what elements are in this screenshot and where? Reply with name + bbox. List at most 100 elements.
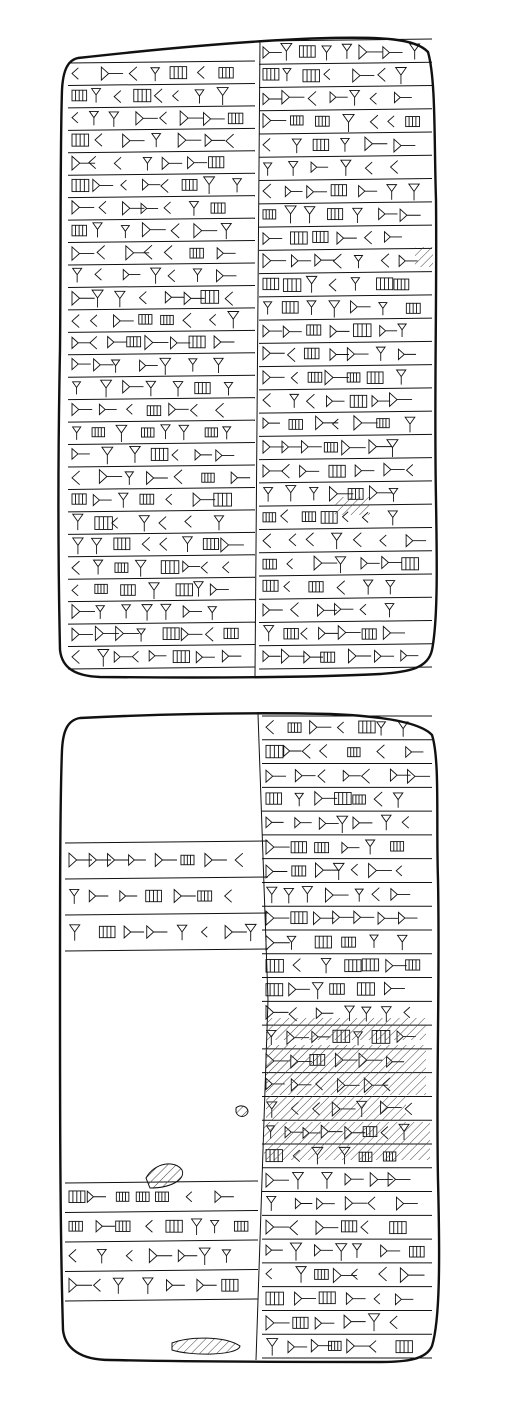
wedge-sign	[300, 627, 308, 640]
wedge-sign	[148, 649, 167, 662]
wedge-sign	[215, 402, 224, 418]
wedge-sign	[200, 561, 208, 574]
wedge-sign	[400, 649, 419, 662]
wedge-sign	[292, 958, 301, 972]
ruling-line	[67, 509, 256, 513]
wedge-sign	[265, 769, 287, 784]
wedge-sign	[387, 510, 399, 526]
wedge-sign	[262, 112, 287, 129]
wedge-sign	[405, 745, 424, 759]
wedge-sign	[315, 415, 339, 431]
wedge-sign	[305, 393, 315, 409]
wedge-sign	[286, 347, 296, 362]
wedge-sign	[140, 202, 159, 215]
tablet-obverse	[57, 36, 438, 679]
wedge-sign	[183, 291, 205, 306]
wedge-sign	[353, 255, 364, 269]
ruling-line	[258, 224, 433, 228]
wedge-sign	[262, 345, 285, 361]
wedge-sign	[290, 371, 298, 384]
wedge-sign	[281, 463, 290, 479]
wedge-sign	[163, 245, 173, 260]
ruling-line	[258, 433, 433, 437]
wedge-sign	[310, 161, 329, 174]
wedge-sign	[314, 253, 335, 268]
wedge-sign	[203, 111, 225, 127]
wedge-sign	[160, 603, 172, 620]
ruling-line	[258, 619, 433, 623]
wedge-sign	[342, 769, 361, 783]
wedge-sign	[367, 1313, 381, 1332]
wedge-sign	[115, 424, 128, 443]
wedge-sign	[332, 910, 354, 925]
wedge-sign	[265, 934, 290, 951]
wedge-sign	[265, 864, 288, 879]
ruling-line	[64, 948, 269, 952]
wedge-sign	[281, 440, 302, 454]
wedge-sign	[317, 769, 326, 783]
ruling-line	[67, 621, 256, 625]
wedge-sign	[187, 358, 198, 372]
wedge-sign	[158, 516, 167, 530]
wedge-sign	[117, 492, 129, 508]
wedge-sign	[336, 721, 344, 734]
wedge-sign	[96, 245, 105, 260]
wedge-sign	[142, 178, 161, 191]
wedge-sign	[88, 110, 100, 126]
wedge-sign	[385, 580, 396, 595]
ruling-line	[258, 480, 433, 484]
wedge-sign	[265, 1268, 273, 1280]
wedge-sign	[143, 244, 153, 260]
wedge-sign	[120, 225, 131, 239]
wedge-sign	[313, 555, 338, 572]
wedge-sign	[367, 1196, 376, 1211]
wedge-sign	[353, 910, 375, 925]
wedge-sign	[196, 66, 205, 79]
wedge-sign	[344, 1172, 364, 1186]
wedge-sign	[194, 448, 213, 461]
wedge-sign	[168, 402, 189, 417]
wedge-sign	[358, 184, 378, 198]
wedge-sign	[318, 744, 328, 758]
reverse-damage	[145, 1018, 430, 1355]
wedge-sign	[94, 268, 102, 281]
wedge-sign	[92, 493, 112, 507]
wedge-sign	[173, 469, 183, 485]
wedge-sign	[294, 1291, 316, 1306]
wedge-sign	[120, 604, 132, 619]
wedge-sign	[71, 245, 95, 262]
wedge-sign	[389, 768, 411, 783]
wedge-sign	[407, 768, 431, 785]
wedge-sign	[265, 838, 290, 856]
wedge-sign	[303, 206, 316, 224]
ruling-line	[67, 442, 256, 446]
wedge-sign	[386, 439, 399, 458]
wedge-sign	[286, 558, 293, 570]
ruling-line	[67, 397, 256, 401]
wedge-sign	[71, 336, 91, 350]
tablet-reverse	[58, 712, 441, 1364]
wedge-sign	[343, 1314, 366, 1330]
wedge-sign	[207, 606, 218, 620]
wedge-sign	[363, 230, 373, 245]
wedge-sign	[172, 381, 184, 397]
wedge-sign	[346, 1338, 370, 1354]
wedge-sign	[320, 1172, 333, 1189]
obverse-damage	[335, 247, 433, 515]
wedge-sign	[329, 90, 348, 104]
wedge-sign	[387, 115, 395, 128]
wedge-sign	[160, 179, 169, 193]
wedge-sign	[283, 887, 295, 904]
wedge-sign	[167, 269, 176, 283]
wedge-sign	[315, 1007, 334, 1020]
wedge-sign	[332, 1267, 357, 1284]
ruling-line	[67, 329, 256, 333]
wedge-sign	[393, 91, 412, 104]
wedge-sign	[320, 958, 332, 974]
wedge-sign	[142, 156, 153, 171]
wedge-sign	[383, 981, 405, 996]
wedge-sign	[262, 231, 283, 246]
wedge-sign	[344, 1195, 368, 1211]
wedge-sign	[390, 887, 411, 902]
ruling-line	[258, 271, 433, 275]
